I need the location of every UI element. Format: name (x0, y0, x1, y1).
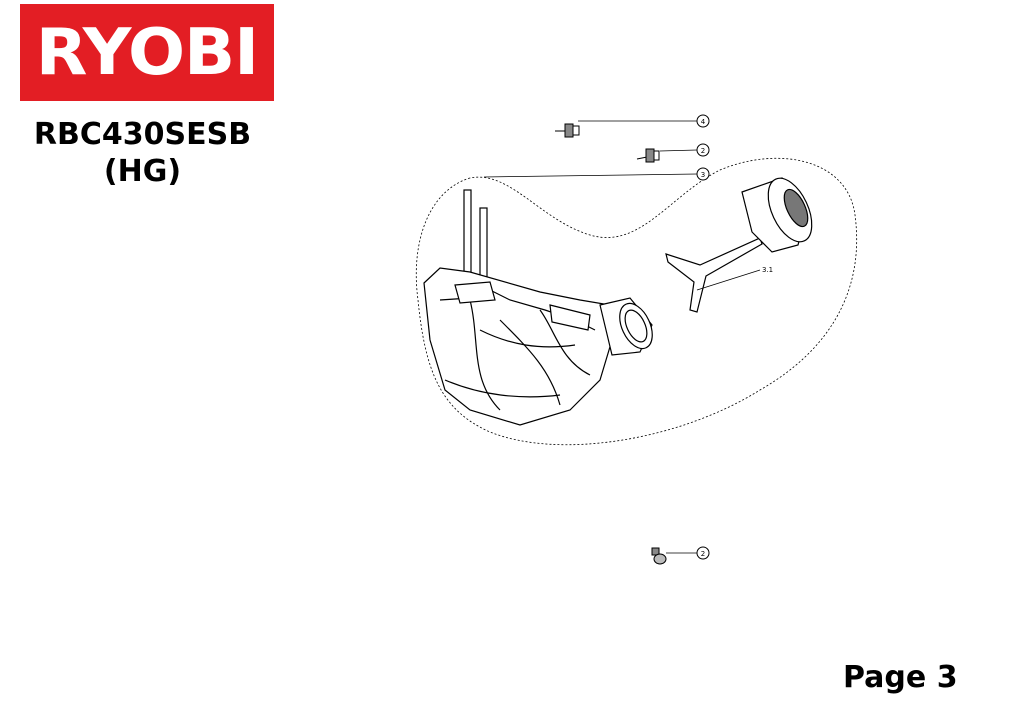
fuel-tank (423, 189, 653, 426)
screw-part-2-top (636, 148, 698, 163)
page-number: Page 3 (843, 660, 958, 695)
callout-3-1-label: 3.1 (762, 266, 773, 274)
assembly-boundary (415, 157, 858, 446)
callout-4: 4 (696, 114, 710, 128)
callout-2-bottom-label: 2 (701, 550, 705, 558)
callout-2-top: 2 (696, 143, 710, 157)
callout-2-bottom: 2 (696, 546, 710, 560)
callout-3-label: 3 (701, 171, 705, 179)
callout-3-1: 3.1 (762, 266, 773, 274)
model-variant: (HG) (103, 154, 182, 189)
model-title: RBC430SESB (HG) (30, 116, 255, 190)
screw-part-2-bottom (651, 547, 697, 565)
callout-2-top-label: 2 (701, 147, 705, 155)
screw-part-4 (555, 120, 697, 138)
leader-line-3 (483, 173, 698, 178)
logo-text: RYOBI (35, 15, 259, 90)
fuel-cap-assembly (665, 177, 813, 313)
callout-4-label: 4 (701, 118, 706, 126)
model-number: RBC430SESB (33, 117, 252, 152)
ryobi-logo: RYOBI (20, 4, 274, 101)
callout-3: 3 (696, 167, 710, 181)
